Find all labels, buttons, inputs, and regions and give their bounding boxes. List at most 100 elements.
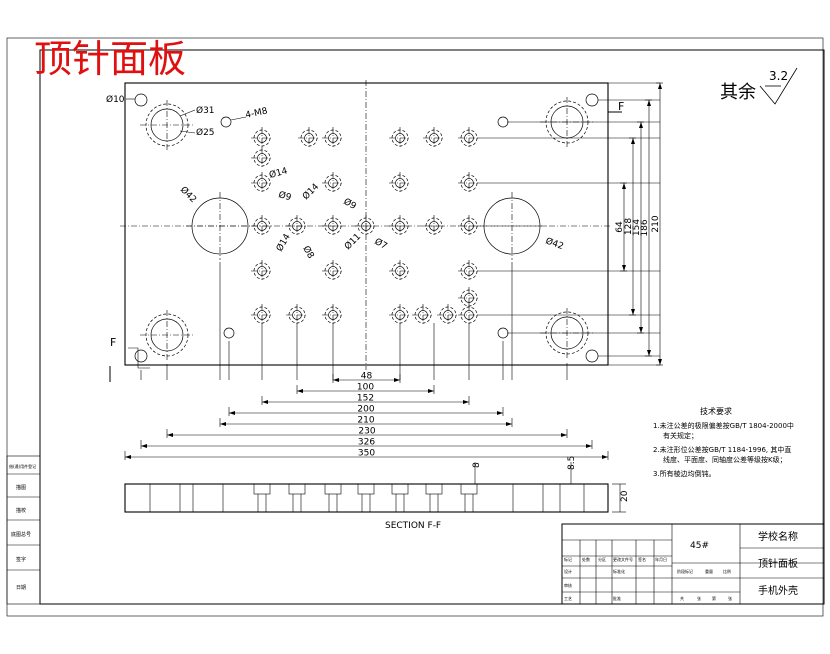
- section-cut-path: [128, 347, 150, 369]
- h-dimension-value: 230: [358, 427, 375, 437]
- ejector-pin-hole: [389, 172, 411, 194]
- ejector-pin-hole: [322, 172, 344, 194]
- ejector-pin-hole: [251, 147, 273, 169]
- ejector-pin-hole: [322, 260, 344, 282]
- section-dim-8-5: 8.5: [567, 456, 577, 470]
- svg-text:底图总号: 底图总号: [11, 531, 31, 538]
- v-dimension-value: 128: [624, 218, 634, 235]
- pin-hole-bl: [140, 310, 194, 360]
- hole-d10-tr: [585, 93, 599, 107]
- svg-text:有关规定；: 有关规定；: [663, 431, 698, 440]
- section-mark-top: F: [618, 100, 624, 113]
- label-m8: 4-M8: [245, 106, 269, 121]
- h-dimension: 100: [296, 383, 435, 394]
- section-view: 20 8 8.5 SECTION F-F: [124, 456, 630, 531]
- ejector-pin-hole: [355, 215, 377, 237]
- svg-text:分区: 分区: [598, 556, 606, 562]
- label-d42b: Ø42: [544, 235, 565, 252]
- h-dimension: 326: [140, 438, 593, 449]
- ejector-pin-hole: [286, 304, 308, 326]
- left-strip-table: 借(通)用件登记 描图 描校 底图总号 签字 日期: [6, 455, 41, 605]
- ejector-pin-holes: [251, 127, 480, 326]
- h-dimension: 210: [219, 416, 513, 427]
- svg-text:更改文件号: 更改文件号: [613, 556, 633, 562]
- v-dimension-value: 154: [632, 219, 642, 236]
- notes-heading: 技术要求: [700, 406, 732, 416]
- svg-text:张: 张: [728, 595, 732, 601]
- roughness-value: 3.2: [769, 69, 788, 83]
- hole-d10-br: [585, 349, 599, 363]
- svg-text:年月日: 年月日: [655, 556, 667, 562]
- svg-text:3.所有棱边均倒钝。: 3.所有棱边均倒钝。: [653, 469, 716, 478]
- tb-school: 学校名称: [758, 530, 798, 543]
- m8-hole-1: [220, 116, 232, 128]
- section-dim-8: 8: [472, 462, 482, 468]
- svg-text:批准: 批准: [613, 595, 621, 601]
- m8-hole-4: [497, 327, 509, 339]
- h-dimension-value: 152: [357, 394, 374, 404]
- drawing-title: 顶针面板: [34, 37, 186, 81]
- ejector-pin-hole: [389, 215, 411, 237]
- ejector-pin-hole: [251, 127, 273, 149]
- section-title: SECTION F-F: [385, 521, 441, 531]
- h-dimension: 48: [332, 372, 401, 383]
- ejector-pin-hole: [251, 304, 273, 326]
- m8-hole-3: [223, 327, 235, 339]
- ejector-pin-hole: [458, 172, 480, 194]
- v-dimension: 154: [632, 121, 644, 334]
- svg-text:标准化: 标准化: [613, 568, 625, 574]
- hole-d10-tl: [134, 93, 148, 107]
- ejector-pin-hole: [322, 215, 344, 237]
- svg-text:借(通)用件登记: 借(通)用件登记: [9, 463, 36, 469]
- ejector-pin-hole: [389, 127, 411, 149]
- tb-material: 45#: [690, 541, 709, 551]
- label-d10: Ø10: [106, 94, 125, 105]
- h-dimension: 230: [166, 427, 568, 438]
- label-d8: Ø8: [300, 244, 316, 261]
- label-d25: Ø25: [196, 127, 215, 138]
- hole-callouts: Ø10 Ø31 Ø25 4-M8 Ø14 Ø9 Ø14 Ø9 Ø42 Ø42 Ø…: [106, 94, 565, 261]
- ejector-pin-hole: [458, 304, 480, 326]
- svg-text:标记: 标记: [564, 556, 572, 562]
- plate-outline: [124, 82, 609, 366]
- title-block: 45# 学校名称 顶针面板 手机外壳 标记 处数 分区 更改文件号 签名 年月日…: [561, 523, 825, 605]
- svg-text:重量: 重量: [705, 568, 713, 574]
- svg-text:阶段标记: 阶段标记: [677, 568, 693, 574]
- ejector-pin-hole: [437, 304, 459, 326]
- outer-border: [6, 37, 824, 617]
- h-dimension: 152: [261, 394, 470, 405]
- label-d42a: Ø42: [178, 184, 199, 205]
- ejector-pin-hole: [251, 260, 273, 282]
- svg-text:比例: 比例: [723, 568, 731, 574]
- tb-project: 手机外壳: [758, 584, 798, 597]
- svg-text:工艺: 工艺: [564, 596, 572, 601]
- ejector-pin-hole: [458, 127, 480, 149]
- h-dimension-value: 210: [357, 416, 374, 426]
- h-dimension-value: 48: [361, 372, 373, 382]
- label-d7: Ø7: [373, 236, 390, 252]
- ejector-pin-hole: [251, 215, 273, 237]
- svg-text:2.未注形位公差按GB/T 1184-1996, 其中直: 2.未注形位公差按GB/T 1184-1996, 其中直: [653, 445, 791, 454]
- label-d31: Ø31: [196, 105, 215, 116]
- v-dimension-value: 210: [651, 215, 661, 232]
- v-dimension-value: 186: [640, 219, 650, 236]
- svg-text:签名: 签名: [638, 556, 646, 562]
- ejector-pin-hole: [412, 304, 434, 326]
- svg-text:张: 张: [697, 595, 701, 601]
- ejector-pin-hole: [458, 215, 480, 237]
- v-dimension-value: 64: [615, 221, 625, 233]
- svg-text:1.未注公差的极限偏差按GB/T 1804-2000中: 1.未注公差的极限偏差按GB/T 1804-2000中: [653, 421, 794, 430]
- h-dimension: 200: [228, 405, 504, 416]
- tb-part-name: 顶针面板: [758, 557, 798, 570]
- hole-d10-bl: [134, 349, 148, 363]
- label-d14a: Ø14: [268, 165, 289, 180]
- ejector-pin-hole: [286, 215, 308, 237]
- label-d14b: Ø14: [300, 181, 321, 202]
- label-d9b: Ø9: [342, 196, 359, 212]
- ejector-pin-hole: [423, 127, 445, 149]
- section-mark-bottom: F: [110, 336, 116, 349]
- h-dimension-value: 100: [357, 383, 374, 393]
